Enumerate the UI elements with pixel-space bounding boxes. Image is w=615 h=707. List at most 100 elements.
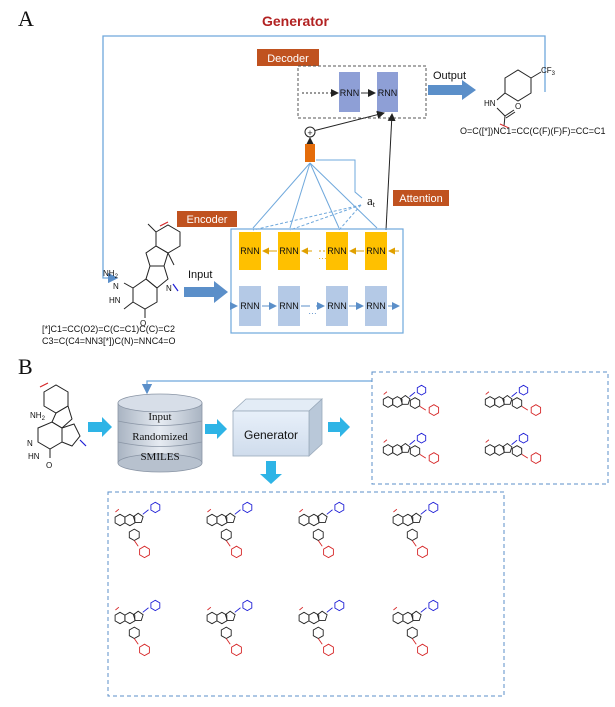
molecule-gen-row2-2-attach-mark — [207, 606, 212, 611]
molecule-gen-row2-2-n-bond — [234, 607, 241, 613]
molecule-gen-row1-2-benzo-ring — [220, 528, 232, 542]
molecule-gen-row2-4-aryl-ring — [417, 643, 428, 657]
generated-molecules-box — [107, 491, 505, 697]
decoder-label-box — [257, 49, 319, 66]
encoder-fwd-rnn-4 — [365, 286, 387, 326]
molecule-gen-row2-2-benzo-ring — [220, 626, 232, 640]
output-arrow — [428, 80, 476, 100]
encoder-fwd-rnn-2-label: RNN — [279, 301, 299, 311]
panel-b-n: N — [27, 439, 33, 448]
attention-label-box — [393, 190, 449, 206]
db-line-input: Input — [148, 411, 171, 423]
molecule-top-1-n-ring — [416, 384, 427, 396]
molecule-gen-row2-3-amide-bond — [317, 638, 323, 645]
molecule-gen-row2-4-core-ring-3 — [410, 610, 422, 621]
molecule-gen-row2-1-core-ring-2 — [124, 611, 136, 625]
decoder-label: Decoder — [267, 53, 309, 65]
molecule-top-3-amide-bond — [419, 453, 427, 459]
molecule-gen-row1-3-benzo-ring — [312, 528, 324, 542]
molecule-gen-row1-3-core-ring-2 — [308, 513, 320, 527]
input-label: Input — [188, 269, 212, 281]
molecule-top-1-core-ring-2 — [392, 396, 403, 408]
attention-label: Attention — [399, 193, 442, 205]
molecule-gen-row2-3-n-ring — [334, 599, 345, 612]
generator-title: Generator — [262, 13, 329, 29]
molecule-top-4-n-bond — [511, 439, 518, 445]
input-nh2: NH2 — [103, 269, 119, 280]
molecule-top-1-n-bond — [409, 391, 416, 397]
decoder-rnn-2 — [377, 72, 398, 112]
generator-block-label: Generator — [244, 428, 298, 442]
molecule-gen-row2-3-core-ring-3 — [316, 610, 328, 621]
encoder-fwd-rnn-3-label: RNN — [327, 301, 347, 311]
molecule-gen-row2-2-aryl-ring — [231, 643, 242, 657]
output-o: O — [515, 102, 521, 111]
molecule-top-3-core-ring-3 — [400, 442, 411, 453]
input-n1: N — [113, 282, 119, 291]
output-cf3: CF3 — [541, 66, 556, 77]
panel-a-letter: A — [18, 6, 34, 31]
molecule-gen-row1-3-aryl-ring — [323, 545, 334, 559]
panel-b-feedback-line — [141, 380, 372, 395]
molecule-gen-row2-3-n-bond — [326, 607, 333, 613]
molecule-gen-row1-3-attach-mark — [299, 508, 304, 513]
output-molecules-box-top — [371, 371, 609, 485]
molecule-gen-row2-1-n-ring — [150, 599, 161, 612]
molecule-gen-row2-4-attach-mark — [393, 606, 398, 611]
encoder-back-rnn-2-label: RNN — [279, 246, 299, 256]
molecule-gen-row1-2-attach-mark — [207, 508, 212, 513]
molecule-gen-row2-1-n-bond — [142, 607, 149, 613]
molecule-gen-row2-4-n-ring — [428, 599, 439, 612]
molecule-gen-row2-3-core-ring-2 — [308, 611, 320, 625]
molecule-top-2-attach-mark — [485, 391, 490, 395]
input-o: O — [140, 319, 146, 328]
molecule-top-3-core-ring-2 — [392, 444, 403, 456]
molecule-gen-row1-2-core-ring-2 — [216, 513, 228, 527]
panel-b-input-molecule — [37, 384, 81, 458]
molecule-gen-row1-1-core-ring-3 — [132, 512, 144, 523]
encoder-fwd-rnn-1 — [239, 286, 261, 326]
molecule-gen-row2-4-core-ring-2 — [402, 611, 414, 625]
input-smiles-line2: C3=C(C4=NN3[*])C(N)=NNC4=O — [42, 336, 176, 346]
output-smiles: O=C([*])NC1=CC(C(F)(F)F)=CC=C1 — [460, 126, 606, 136]
molecule-gen-row1-2-core-ring-1 — [206, 513, 218, 527]
input-attach-mark-right — [172, 283, 179, 292]
molecule-gen-row1-1-aryl-ring — [139, 545, 150, 559]
output-hn: HN — [484, 99, 496, 108]
molecule-gen-row2-3-benzo-ring — [312, 626, 324, 640]
attention-to-decoder-line — [312, 110, 385, 132]
molecule-gen-row1-1-n-ring — [150, 501, 161, 514]
molecule-gen-row1-4-amide-bond — [411, 540, 417, 547]
encoder-backward-row: RNN RNN RNN RNN … — [239, 232, 399, 270]
molecule-gen-row2-2-core-ring-2 — [216, 611, 228, 625]
encoder-back-rnn-3 — [326, 232, 348, 270]
molecule-gen-row1-2-amide-bond — [225, 540, 231, 547]
panel-b-o: O — [46, 461, 52, 470]
molecule-gen-row1-3-n-bond — [326, 509, 333, 515]
molecule-gen-row1-1-core-ring-2 — [124, 513, 136, 527]
molecule-gen-row2-1-core-ring-3 — [132, 610, 144, 621]
molecule-gen-row2-1-amide-bond — [133, 638, 139, 645]
molecule-gen-row1-3-amide-bond — [317, 540, 323, 547]
molecule-gen-row2-4-n-bond — [420, 607, 427, 613]
input-n2: N — [166, 284, 172, 293]
molecule-gen-row1-1-n-bond — [142, 509, 149, 515]
context-vector — [305, 144, 315, 162]
smiles-database — [117, 393, 203, 473]
molecule-gen-row1-4-aryl-ring — [417, 545, 428, 559]
molecule-top-4-core-ring-1 — [484, 444, 496, 456]
molecule-gen-row2-4-core-ring-1 — [392, 611, 404, 625]
decoder-rnn-1 — [339, 72, 360, 112]
decoder-rnn-2-label: RNN — [378, 88, 398, 98]
molecule-gen-row1-4-benzo-ring — [406, 528, 418, 542]
molecule-gen-row1-4-core-ring-3 — [410, 512, 422, 523]
input-arrow — [184, 281, 228, 303]
panel-b-attach-right — [79, 439, 87, 447]
molecule-top-2-n-ring — [518, 384, 529, 396]
encoder-label: Encoder — [187, 214, 228, 226]
molecule-top-2-n-bond — [511, 391, 518, 397]
molecule-gen-row1-2-core-ring-3 — [224, 512, 236, 523]
molecule-top-4-n-ring — [518, 432, 529, 444]
generator-block — [231, 398, 324, 457]
